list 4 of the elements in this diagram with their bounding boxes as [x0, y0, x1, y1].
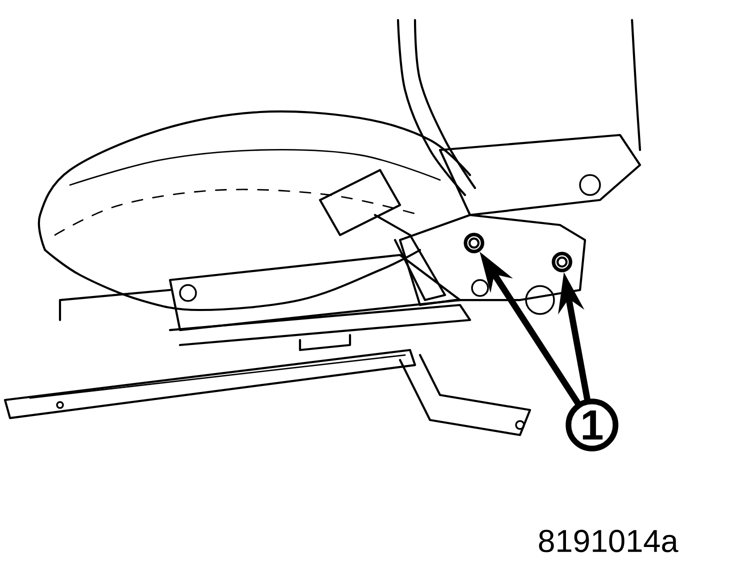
callout-number: 1: [566, 398, 618, 452]
bolt-head: [464, 232, 484, 254]
bolt-head: [552, 252, 572, 272]
figure-number: 8191014a: [539, 530, 678, 552]
